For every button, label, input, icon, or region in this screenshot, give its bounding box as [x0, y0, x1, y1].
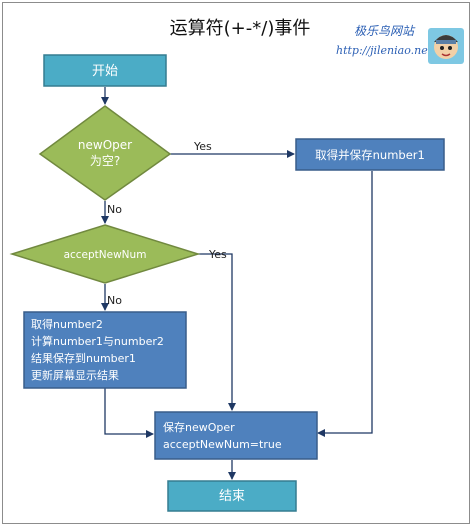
compute-line2: 计算number1与number2 — [31, 334, 164, 348]
save-number1-node — [295, 138, 445, 171]
save-number1-label: 取得并保存number1 — [315, 148, 425, 162]
compute-line3: 结果保存到number1 — [31, 351, 136, 365]
compute-line1: 取得number2 — [31, 318, 103, 331]
edge-label-no-2: No — [107, 294, 122, 307]
edge-label-no-1: No — [107, 203, 122, 216]
decision-newoper-node — [38, 105, 172, 201]
end-label: 结束 — [219, 489, 245, 504]
edge-label-yes-1: Yes — [193, 140, 212, 153]
site-url: http://jileniao.net — [336, 44, 433, 57]
compute-line4: 更新屏幕显示结果 — [31, 368, 119, 382]
site-name: 极乐鸟网站 — [354, 24, 415, 38]
start-node — [43, 54, 167, 87]
save-oper-line1: 保存newOper — [163, 420, 235, 434]
edge-save-number1-to-save-oper — [317, 171, 373, 437]
edge-label-yes-2: Yes — [208, 248, 227, 261]
decision-newoper-line1: newOper — [78, 138, 132, 152]
save-oper-line2: acceptNewNum=true — [163, 438, 282, 451]
edge-decision2-yes — [198, 253, 236, 411]
start-label: 开始 — [92, 64, 118, 79]
save-oper-node — [154, 411, 318, 460]
diagram-title: 运算符(+-*/)事件 — [169, 18, 311, 39]
compute-node — [23, 311, 187, 389]
end-node — [167, 480, 297, 512]
edge-compute-to-save-oper — [104, 388, 154, 438]
decision-acceptnewnum-label: acceptNewNum — [64, 249, 147, 261]
decision-acceptnewnum-node — [9, 224, 201, 284]
decision-newoper-line2: 为空? — [90, 154, 120, 168]
bird-mascot-icon — [428, 28, 464, 64]
